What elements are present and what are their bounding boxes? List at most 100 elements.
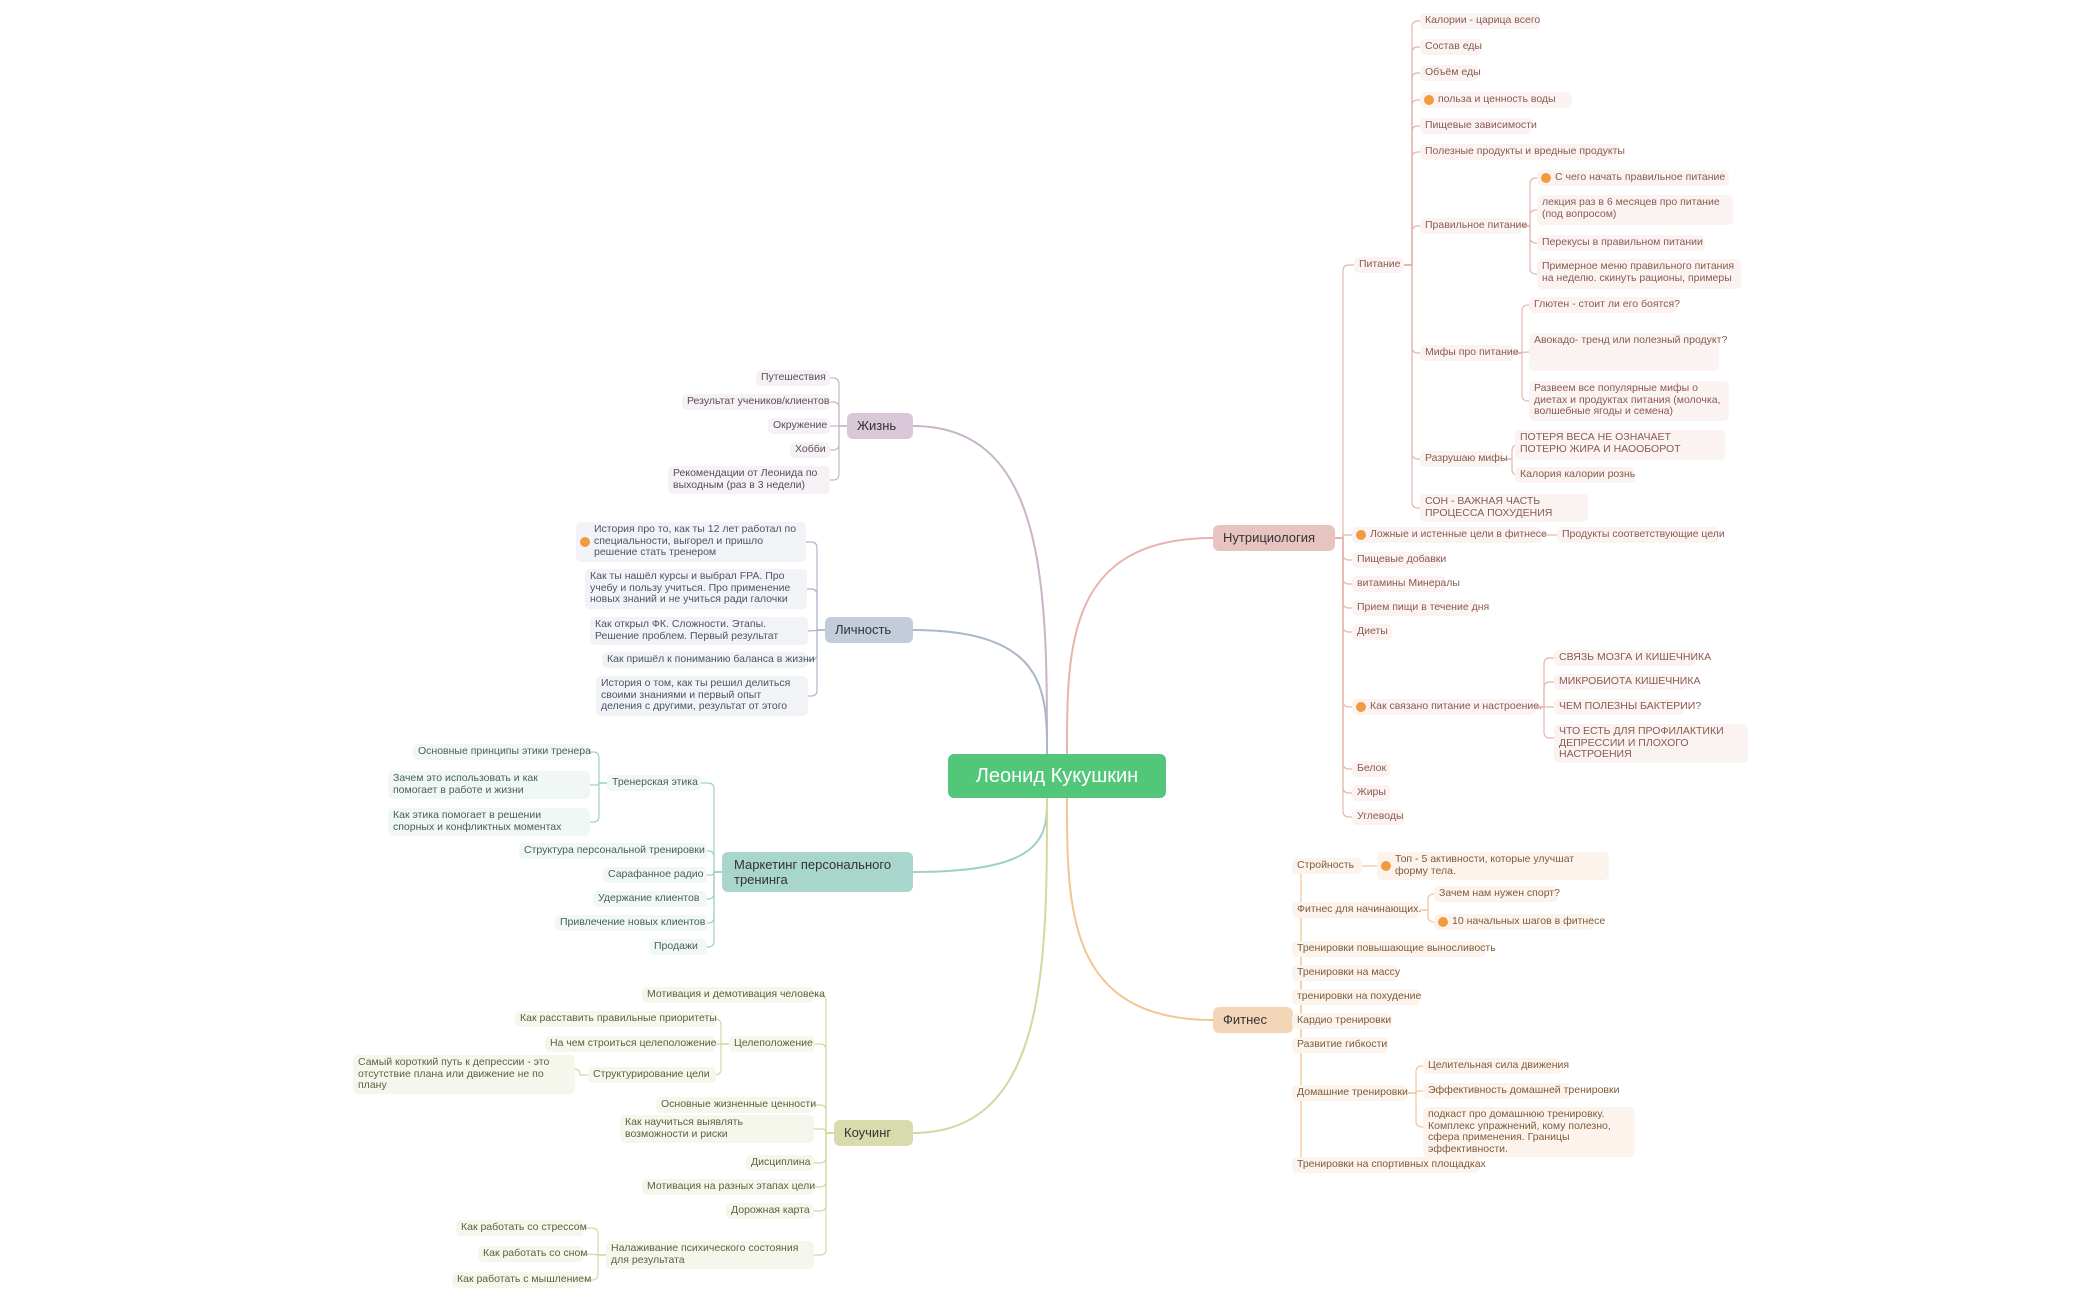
topic-f8c[interactable]: подкаст про домашнюю тренировку. Комплек… bbox=[1423, 1107, 1635, 1157]
topic-label: СВЯЗЬ МОЗГА И КИШЕЧНИКА bbox=[1559, 651, 1712, 663]
topic-f1[interactable]: Стройность bbox=[1292, 858, 1362, 874]
topic-c5[interactable]: Дисциплина bbox=[746, 1155, 814, 1171]
topic-n1[interactable]: Калории - царица всего bbox=[1420, 13, 1540, 29]
topic-ne[interactable]: Прием пищи в течение дня bbox=[1352, 600, 1489, 616]
topic-label: Углеводы bbox=[1357, 810, 1404, 822]
topic-f8b[interactable]: Эффективность домашней тренировки bbox=[1423, 1083, 1619, 1099]
topic-l2[interactable]: Результат учеников/клиентов bbox=[682, 394, 830, 410]
topic-f2b[interactable]: 10 начальных шагов в фитнесе bbox=[1434, 914, 1605, 930]
topic-n5[interactable]: Пищевые зависимости bbox=[1420, 118, 1537, 134]
topic-ng1[interactable]: СВЯЗЬ МОЗГА И КИШЕЧНИКА bbox=[1554, 650, 1711, 666]
topic-p1[interactable]: История про то, как ты 12 лет работал по… bbox=[576, 522, 806, 562]
branch-mark[interactable]: Маркетинг персонального тренинга bbox=[722, 852, 913, 892]
topic-f6[interactable]: Кардио тренировки bbox=[1292, 1013, 1392, 1029]
topic-p5[interactable]: История о том, как ты решил делиться сво… bbox=[596, 676, 808, 716]
topic-p4[interactable]: Как пришёл к пониманию баланса в жизни bbox=[602, 652, 815, 668]
topic-l3[interactable]: Окружение bbox=[768, 418, 830, 434]
topic-c6[interactable]: Мотивация на разных этапах цели bbox=[642, 1179, 815, 1195]
topic-c1[interactable]: Мотивация и демотивация человека bbox=[642, 987, 825, 1003]
topic-m2[interactable]: Структура персональной тренировки bbox=[519, 843, 707, 859]
branch-pers[interactable]: Личность bbox=[825, 617, 913, 643]
root-node[interactable]: Леонид Кукушкин bbox=[948, 754, 1166, 798]
topic-f8[interactable]: Домашние тренировки bbox=[1292, 1085, 1408, 1101]
topic-c8c[interactable]: Как работать с мышлением bbox=[452, 1272, 591, 1288]
topic-f2a[interactable]: Зачем нам нужен спорт? bbox=[1434, 886, 1560, 902]
topic-n2[interactable]: Состав еды bbox=[1420, 39, 1482, 55]
topic-n4[interactable]: польза и ценность воды bbox=[1420, 92, 1572, 108]
branch-life[interactable]: Жизнь bbox=[847, 413, 913, 439]
topic-n8b[interactable]: Авокадо- тренд или полезный продукт? bbox=[1529, 333, 1727, 371]
topic-nba[interactable]: Продукты соответствующие цели bbox=[1557, 527, 1725, 543]
connector-life bbox=[912, 425, 1048, 755]
topic-m5[interactable]: Привлечение новых клиентов bbox=[555, 915, 707, 931]
topic-n3[interactable]: Объём еды bbox=[1420, 65, 1481, 81]
topic-label: ЧЕМ ПОЛЕЗНЫ БАКТЕРИИ? bbox=[1559, 700, 1702, 712]
topic-c2c[interactable]: Структурирование цели bbox=[588, 1067, 716, 1083]
topic-n8c[interactable]: Развеем все популярные мифы о диетах и п… bbox=[1529, 381, 1729, 421]
topic-n9b[interactable]: Калория калории рознь bbox=[1515, 467, 1635, 483]
topic-n8a[interactable]: Глютен - стоит ли его боятся? bbox=[1529, 297, 1680, 313]
topic-l4[interactable]: Хобби bbox=[790, 442, 830, 458]
topic-f2[interactable]: Фитнес для начинающих. bbox=[1292, 902, 1421, 918]
topic-c2a[interactable]: Как расставить правильные приоритеты bbox=[515, 1011, 717, 1027]
topic-nh[interactable]: Белок bbox=[1352, 761, 1390, 777]
topic-label: Как работать со сном bbox=[483, 1247, 588, 1259]
topic-c2b[interactable]: На чем строиться целеположение bbox=[545, 1036, 717, 1052]
branch-coach[interactable]: Коучинг bbox=[834, 1120, 913, 1146]
topic-n7b[interactable]: лекция раз в 6 месяцев про питание (под … bbox=[1537, 195, 1733, 225]
topic-f3[interactable]: Тренировки повышающие выносливость bbox=[1292, 941, 1496, 957]
topic-m4[interactable]: Удержание клиентов bbox=[593, 891, 707, 907]
topic-ng[interactable]: Как связано питание и настроение. bbox=[1352, 699, 1542, 715]
topic-m1[interactable]: Тренерская этика bbox=[607, 775, 701, 791]
topic-f7[interactable]: Развитие гибкости bbox=[1292, 1037, 1388, 1053]
topic-n7d[interactable]: Примерное меню правильного питания на не… bbox=[1537, 259, 1741, 289]
topic-f9[interactable]: Тренировки на спортивных площадках bbox=[1292, 1157, 1486, 1173]
topic-nb[interactable]: Ложные и истенные цели в фитнесе bbox=[1352, 527, 1547, 543]
connector-m1a bbox=[589, 751, 607, 784]
topic-n7[interactable]: Правильное питание bbox=[1420, 218, 1527, 234]
connector-n7d bbox=[1522, 225, 1537, 275]
topic-n7c[interactable]: Перекусы в правильном питании bbox=[1537, 235, 1705, 251]
branch-fit[interactable]: Фитнес bbox=[1213, 1007, 1293, 1033]
marker-dot-icon bbox=[1356, 702, 1366, 712]
branch-nut[interactable]: Нутрициология bbox=[1213, 525, 1335, 551]
topic-nd[interactable]: витамины Минералы bbox=[1352, 576, 1460, 592]
topic-n6[interactable]: Полезные продукты и вредные продукты bbox=[1420, 144, 1625, 160]
topic-f8a[interactable]: Целительная сила движения bbox=[1423, 1058, 1569, 1074]
topic-nj[interactable]: Углеводы bbox=[1352, 809, 1404, 825]
topic-label: Тренировки на массу bbox=[1297, 966, 1401, 978]
topic-n9[interactable]: Разрушаю мифы bbox=[1420, 451, 1508, 467]
topic-c2c1[interactable]: Самый короткий путь к депрессии - это от… bbox=[353, 1055, 575, 1094]
topic-n9a[interactable]: ПОТЕРЯ ВЕСА НЕ ОЗНАЧАЕТ ПОТЕРЮ ЖИРА И НА… bbox=[1515, 430, 1725, 460]
topic-c8[interactable]: Налаживание психического состояния для р… bbox=[606, 1241, 814, 1269]
topic-m3[interactable]: Сарафанное радио bbox=[603, 867, 707, 883]
topic-nut_pitanie[interactable]: Питание bbox=[1354, 257, 1404, 273]
topic-m1a[interactable]: Основные принципы этики тренера bbox=[413, 744, 591, 760]
topic-c8a[interactable]: Как работать со стрессом bbox=[456, 1220, 587, 1236]
topic-c4[interactable]: Как научиться выявлять возможности и рис… bbox=[620, 1115, 814, 1143]
topic-l5[interactable]: Рекомендации от Леонида по выходным (раз… bbox=[668, 466, 830, 494]
topic-p3[interactable]: Как открыл ФК. Сложности. Этапы. Решение… bbox=[590, 617, 808, 645]
topic-nc[interactable]: Пищевые добавки bbox=[1352, 552, 1446, 568]
topic-m1c[interactable]: Как этика помогает в решении спорных и к… bbox=[388, 808, 590, 836]
topic-m6[interactable]: Продажи bbox=[649, 939, 707, 955]
connector-c3 bbox=[814, 1104, 834, 1134]
topic-c7[interactable]: Дорожная карта bbox=[726, 1203, 814, 1219]
topic-f5[interactable]: тренировки на похудение bbox=[1292, 989, 1421, 1005]
topic-c2[interactable]: Целеположение bbox=[729, 1036, 815, 1052]
topic-p2[interactable]: Как ты нашёл курсы и выбрал FPA. Про уче… bbox=[585, 569, 807, 609]
topic-f1a[interactable]: Топ - 5 активности, которые улучшат форм… bbox=[1377, 852, 1609, 880]
topic-c3[interactable]: Основные жизненные ценности bbox=[656, 1097, 816, 1113]
topic-n10[interactable]: СОН - ВАЖНАЯ ЧАСТЬ ПРОЦЕССА ПОХУДЕНИЯ bbox=[1420, 494, 1588, 522]
topic-ng4[interactable]: ЧТО ЕСТЬ ДЛЯ ПРОФИЛАКТИКИ ДЕПРЕССИИ И ПЛ… bbox=[1554, 724, 1748, 763]
topic-m1b[interactable]: Зачем это использовать и как помогает в … bbox=[388, 771, 590, 799]
topic-nf[interactable]: Диеты bbox=[1352, 624, 1392, 640]
topic-ng2[interactable]: МИКРОБИОТА КИШЕЧНИКА bbox=[1554, 674, 1700, 690]
topic-l1[interactable]: Путешествия bbox=[756, 370, 830, 386]
topic-ni[interactable]: Жиры bbox=[1352, 785, 1390, 801]
topic-n7a[interactable]: С чего начать правильное питание bbox=[1537, 170, 1729, 186]
topic-ng3[interactable]: ЧЕМ ПОЛЕЗНЫ БАКТЕРИИ? bbox=[1554, 699, 1701, 715]
topic-n8[interactable]: Мифы про питание bbox=[1420, 345, 1519, 361]
topic-f4[interactable]: Тренировки на массу bbox=[1292, 965, 1401, 981]
topic-c8b[interactable]: Как работать со сном bbox=[478, 1246, 588, 1262]
